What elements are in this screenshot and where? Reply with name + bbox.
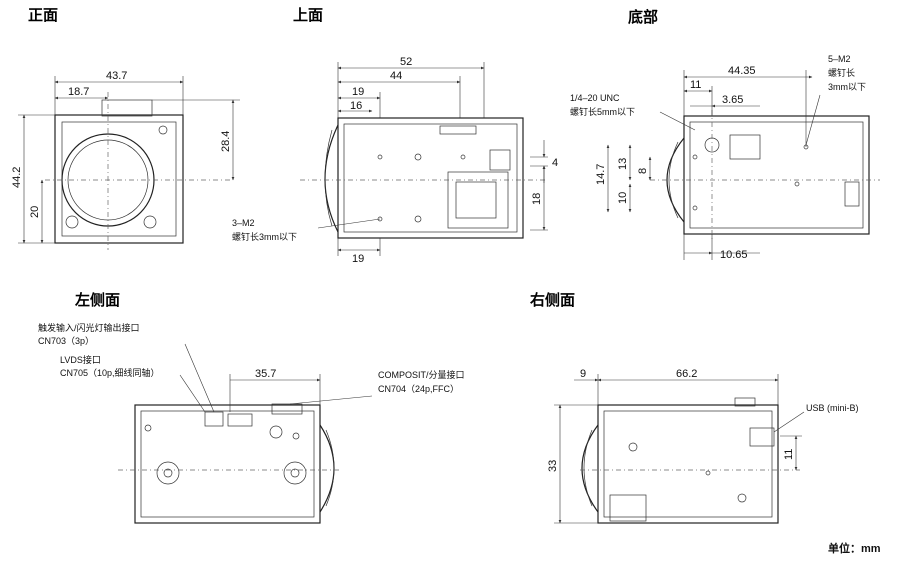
left-trigger-note: 触发输入/闪光灯输出接口 <box>38 322 140 333</box>
right-usb-label: USB (mini-B) <box>806 403 859 413</box>
front-view: 43.7 18.7 44.2 20 28.4 <box>11 70 240 250</box>
left-composit-note: COMPOSIT/分量接口 <box>378 369 465 380</box>
top-overall-dim: 52 <box>400 56 412 68</box>
top-view-title: 上面 <box>293 7 323 24</box>
bottom-365-dim: 3.65 <box>722 94 743 106</box>
right-view-title: 右侧面 <box>530 291 575 309</box>
left-view-title: 左侧面 <box>74 291 120 309</box>
bottom-11-dim: 11 <box>690 79 701 91</box>
top-view: 52 44 19 16 4 18 19 3–M2 螺钉长3mm以下 <box>232 56 558 265</box>
top-19-dim: 19 <box>352 86 364 98</box>
left-trigger-connector: CN703（3p） <box>38 336 94 346</box>
right-33-dim: 33 <box>547 460 559 472</box>
front-width-dim: 43.7 <box>106 70 127 82</box>
bottom-m2-length-1: 螺钉长 <box>828 67 855 78</box>
bottom-1065-dim: 10.65 <box>720 249 748 261</box>
left-lvds-note: LVDS接口 <box>60 354 101 365</box>
bottom-view: 44.35 11 3.65 14.7 13 8 10 10.65 1/4–20 … <box>570 54 880 261</box>
right-side-view: 9 66.2 33 11 USB (mini-B) <box>547 368 859 524</box>
bottom-147-dim: 14.7 <box>595 164 607 185</box>
bottom-8-dim: 8 <box>637 168 649 174</box>
left-side-view: 35.7 触发输入/闪光灯输出接口 CN703（3p） LVDS接口 CN705… <box>38 322 465 524</box>
top-screw-spec: 3–M2 <box>232 218 255 228</box>
left-composit-connector: CN704（24p,FFC） <box>378 384 459 394</box>
bottom-unc-length: 螺钉长5mm以下 <box>570 106 635 117</box>
right-11-dim: 11 <box>783 449 795 460</box>
bottom-m2-length-2: 3mm以下 <box>828 82 866 92</box>
top-screw-length: 螺钉长3mm以下 <box>232 231 297 242</box>
bottom-view-title: 底部 <box>628 8 658 26</box>
right-9-dim: 9 <box>580 368 586 380</box>
front-upper-dim: 28.4 <box>220 131 232 152</box>
front-lower-dim: 20 <box>29 206 41 218</box>
bottom-10-dim: 10 <box>617 192 629 204</box>
front-height-dim: 44.2 <box>11 167 23 188</box>
top-18-dim: 18 <box>531 193 543 205</box>
front-view-title: 正面 <box>28 7 58 24</box>
unit-label: 单位：mm <box>828 541 881 555</box>
left-lvds-connector: CN705（10p,细线同轴） <box>60 367 160 378</box>
top-inner-dim: 44 <box>390 70 402 82</box>
left-357-dim: 35.7 <box>255 368 276 380</box>
bottom-m2-note: 5–M2 <box>828 54 851 64</box>
right-662-dim: 66.2 <box>676 368 697 380</box>
top-bottom19-dim: 19 <box>352 253 364 265</box>
bottom-unc-note: 1/4–20 UNC <box>570 93 620 103</box>
front-offset-dim: 18.7 <box>68 86 89 98</box>
top-4-dim: 4 <box>552 157 558 169</box>
bottom-4435-dim: 44.35 <box>728 65 756 77</box>
bottom-13-dim: 13 <box>617 158 629 170</box>
top-16-dim: 16 <box>350 100 362 112</box>
